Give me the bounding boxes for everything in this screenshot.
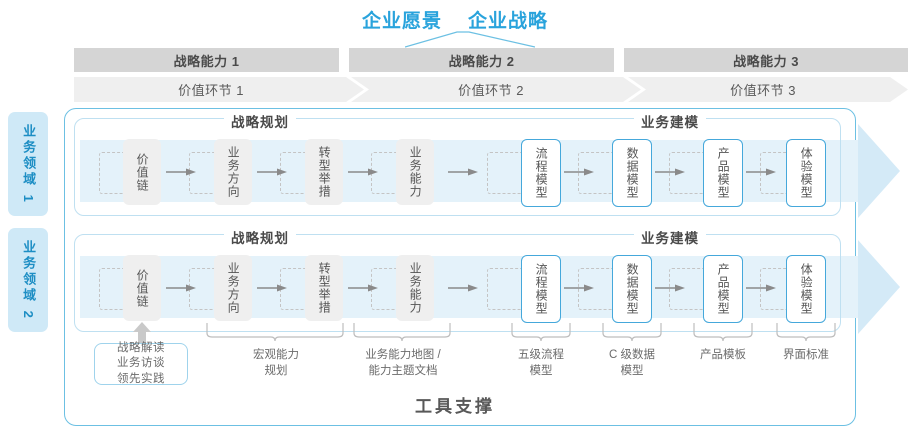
connector-arrow — [166, 168, 196, 176]
side-label-domain-2: 业务领域 2 — [8, 228, 48, 332]
connector-arrow — [655, 284, 685, 292]
top-titles: 企业愿景 企业战略 — [0, 6, 910, 32]
row-panel-2 — [74, 234, 841, 332]
capability-cell-3: 战略能力 3 — [624, 48, 908, 72]
section-label-strategy-planning-1: 战略规划 — [224, 111, 296, 131]
connector-arrow — [564, 168, 594, 176]
footer-tool-support: 工具支撑 — [415, 397, 495, 416]
node-data-model-row2[interactable]: 数据模型 — [612, 255, 652, 323]
node-value-chain-row2[interactable]: 价值链 — [123, 255, 161, 321]
caption-interface-standard: 界面标准 — [783, 349, 829, 361]
section-label-business-modeling-2: 业务建模 — [634, 227, 706, 247]
connector-arrow — [166, 284, 196, 292]
node-data-model-row1[interactable]: 数据模型 — [612, 139, 652, 207]
title-enterprise-strategy: 企业战略 — [468, 10, 549, 32]
node-transformation-measures-row1[interactable]: 转型举措 — [305, 139, 343, 205]
connector-arrow — [655, 168, 685, 176]
connector-arrow — [564, 284, 594, 292]
title-connector-line — [405, 31, 535, 48]
node-value-chain-row1[interactable]: 价值链 — [123, 139, 161, 205]
caption-box-strategy-inputs: 战略解读 业务访谈 领先实践 — [94, 342, 188, 385]
caption-c-level-data-model: C 级数据 模型 — [609, 349, 655, 377]
caption-product-template: 产品模板 — [700, 349, 746, 361]
node-transformation-measures-row2[interactable]: 转型举措 — [305, 255, 343, 321]
bracket-connector — [511, 323, 571, 342]
title-enterprise-vision: 企业愿景 — [361, 10, 442, 32]
capability-cell-1: 战略能力 1 — [74, 48, 339, 72]
upward-arrow-icon — [133, 322, 151, 344]
connector-arrow — [257, 284, 287, 292]
caption-capability-map-doc: 业务能力地图 / 能力主题文档 — [365, 349, 441, 377]
connector-arrow — [448, 168, 478, 176]
node-experience-model-row2[interactable]: 体验模型 — [786, 255, 826, 323]
connector-arrow — [746, 284, 776, 292]
node-process-model-row1[interactable]: 流程模型 — [521, 139, 561, 207]
connector-arrow — [257, 168, 287, 176]
row-panel-1 — [74, 118, 841, 216]
flow-arrow-head-row1 — [858, 124, 900, 218]
node-business-direction-row1[interactable]: 业务方向 — [214, 139, 252, 205]
flow-arrow-head-row2 — [858, 240, 900, 334]
section-label-business-modeling-1: 业务建模 — [634, 111, 706, 131]
bracket-connector — [602, 323, 662, 342]
connector-arrow — [448, 284, 478, 292]
connector-arrow — [746, 168, 776, 176]
node-business-capability-row2[interactable]: 业务能力 — [396, 255, 434, 321]
value-chain-band: 价值环节 1 价值环节 2 价值环节 3 — [74, 77, 908, 102]
bracket-connector — [353, 323, 451, 342]
connector-arrow — [348, 168, 378, 176]
value-cell-2: 价值环节 2 — [351, 77, 641, 102]
node-process-model-row2[interactable]: 流程模型 — [521, 255, 561, 323]
node-product-model-row1[interactable]: 产品模型 — [703, 139, 743, 207]
capability-band: 战略能力 1 战略能力 2 战略能力 3 — [74, 48, 908, 72]
node-experience-model-row1[interactable]: 体验模型 — [786, 139, 826, 207]
side-label-domain-1: 业务领域 1 — [8, 112, 48, 216]
bracket-connector — [776, 323, 836, 342]
caption-macro-capability-plan: 宏观能力 规划 — [253, 349, 299, 377]
node-product-model-row2[interactable]: 产品模型 — [703, 255, 743, 323]
bracket-connector — [693, 323, 753, 342]
connector-arrow — [348, 284, 378, 292]
caption-five-level-process-model: 五级流程 模型 — [518, 349, 564, 377]
bracket-connector — [206, 323, 344, 342]
value-cell-1: 价值环节 1 — [74, 77, 364, 102]
capability-cell-2: 战略能力 2 — [349, 48, 614, 72]
node-business-capability-row1[interactable]: 业务能力 — [396, 139, 434, 205]
node-business-direction-row2[interactable]: 业务方向 — [214, 255, 252, 321]
section-label-strategy-planning-2: 战略规划 — [224, 227, 296, 247]
value-cell-3: 价值环节 3 — [628, 77, 908, 102]
